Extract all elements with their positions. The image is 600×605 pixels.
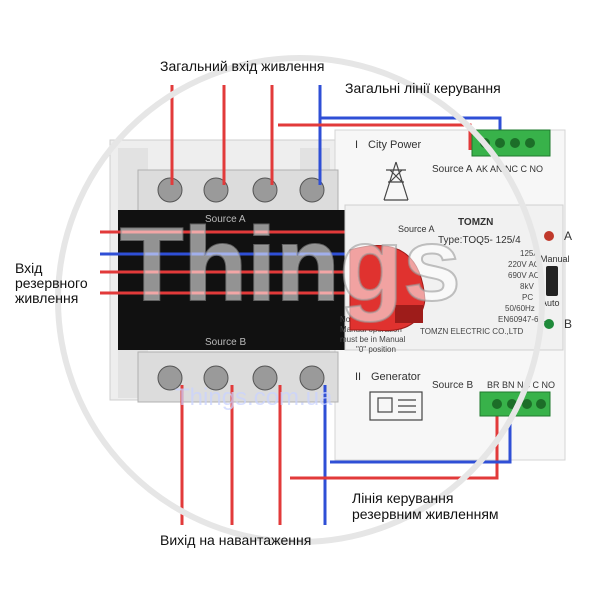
auto-label: Auto bbox=[541, 298, 560, 308]
manual-label: Manual bbox=[540, 254, 570, 264]
spec-standard: EN60947-6-1 bbox=[498, 315, 546, 324]
spec-voltage-max: 690V AC bbox=[508, 271, 540, 280]
caption-backup-input-3: живлення bbox=[15, 290, 79, 306]
spec-impulse: 8kV bbox=[520, 282, 534, 291]
indicator-a-label: A bbox=[564, 229, 572, 243]
city-power-label: City Power bbox=[368, 139, 422, 151]
indicator-b-led bbox=[544, 319, 554, 329]
lower-terminals bbox=[137, 351, 339, 403]
generator-label: Generator bbox=[371, 371, 421, 383]
watermark-big: Things bbox=[120, 207, 461, 323]
manual-auto-switch[interactable] bbox=[546, 266, 558, 296]
caption-backup-control-2: резервним живленням bbox=[352, 506, 499, 522]
red-handle[interactable] bbox=[349, 245, 426, 332]
indicator-a-led bbox=[544, 231, 554, 241]
source-a-upper-label: Source A bbox=[205, 214, 246, 225]
caption-backup-control-1: Лінія керування bbox=[352, 490, 454, 506]
source-a-panel-label: Source A bbox=[432, 164, 473, 175]
spec-frequency: 50/60Hz bbox=[505, 304, 535, 313]
bottom-terminal-labels: BR BN NC C NO bbox=[487, 380, 555, 390]
type-label: Type:TOQ5- 125/4 bbox=[438, 235, 521, 246]
maker-label: TOMZN ELECTRIC CO.,LTD bbox=[420, 327, 523, 336]
caption-common-input: Загальний вхід живлення bbox=[160, 58, 325, 74]
caption-load-output: Вихід на навантаження bbox=[160, 532, 312, 548]
spec-current: 125A bbox=[520, 249, 539, 258]
manual-note-3: "0" position bbox=[356, 345, 396, 354]
watermark-small: Things.com.ua bbox=[175, 384, 333, 411]
source-b-upper-label: Source B bbox=[205, 337, 246, 348]
top-terminal-labels: AK AN NC C NO bbox=[476, 164, 543, 174]
source-b-panel-label: Source B bbox=[432, 380, 473, 391]
source-a-mid-label: Source A bbox=[398, 224, 435, 234]
brand-label: TOMZN bbox=[458, 217, 493, 228]
caption-backup-input-1: Вхід bbox=[15, 260, 43, 276]
manual-note-2: must be in Manual bbox=[340, 335, 406, 344]
wires bbox=[100, 85, 512, 525]
generator-roman: II bbox=[355, 371, 361, 383]
indicator-b-label: B bbox=[564, 317, 572, 331]
power-tower-icon bbox=[383, 161, 409, 201]
spec-voltage-ac: 220V AC bbox=[508, 260, 540, 269]
watermark-circle bbox=[55, 55, 545, 545]
city-power-roman: I bbox=[355, 139, 358, 151]
spec-class: PC bbox=[522, 293, 533, 302]
caption-backup-input-2: резервного bbox=[15, 275, 88, 291]
generator-icon bbox=[369, 391, 423, 421]
caption-common-control: Загальні лінії керування bbox=[345, 80, 501, 96]
